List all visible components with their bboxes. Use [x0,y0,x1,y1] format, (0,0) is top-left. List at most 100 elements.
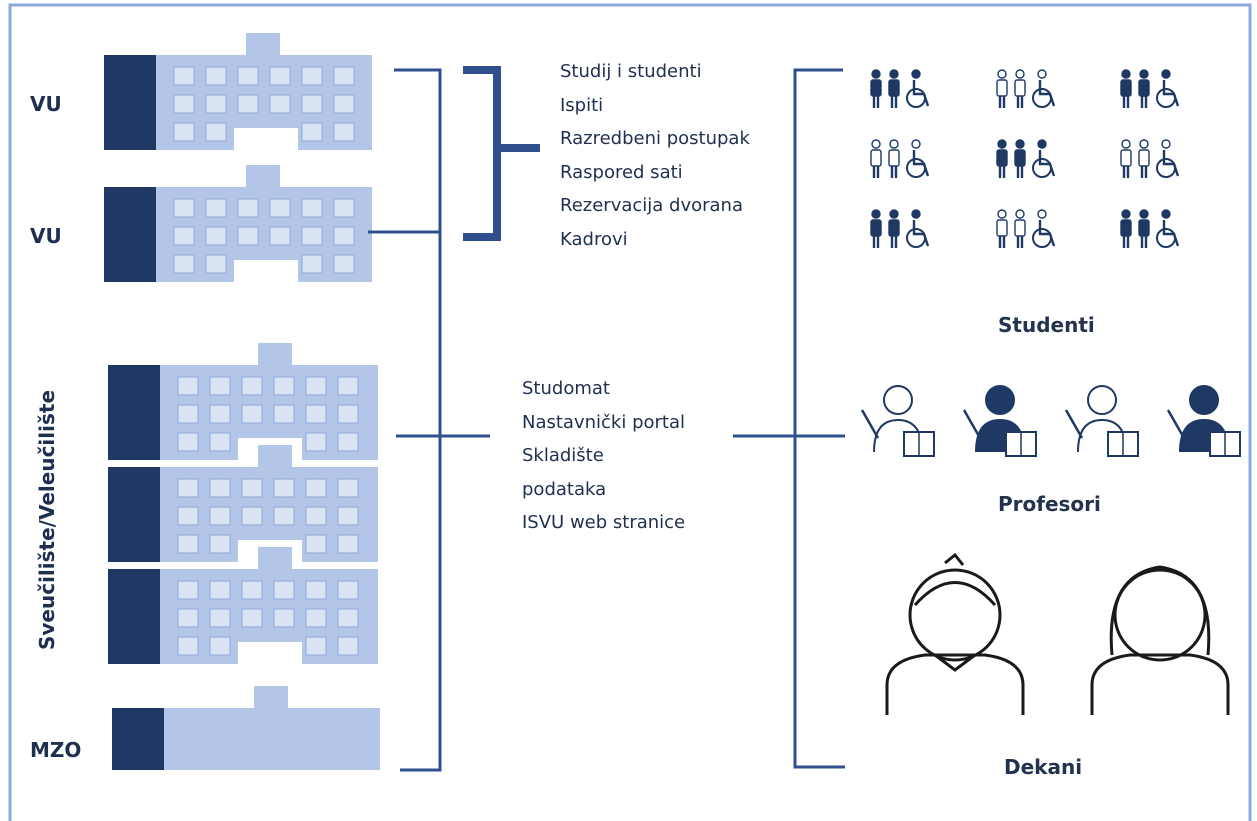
dean-shoulders [1090,653,1230,715]
building-window [205,94,227,114]
wheelchair-wheel [1156,228,1176,248]
building-window [173,254,195,274]
building-window [333,66,355,86]
professor-pointer [1064,409,1084,439]
person-head [871,139,881,149]
person-body [1138,149,1150,167]
building-window [301,226,323,246]
professor-pointer [860,409,880,439]
person-body [1014,219,1026,237]
outer-frame [8,3,1252,821]
wheelchair-body [912,150,930,177]
person-head [1121,139,1131,149]
building-window [273,580,295,600]
building-window [305,432,327,452]
building-window [241,478,263,498]
building-window [301,66,323,86]
student-group-icon [996,139,1056,178]
person-body [888,219,900,237]
deans-icons [885,552,1230,715]
building-door [234,260,298,282]
building-side [108,467,160,562]
building-window [209,478,231,498]
building-window [177,608,199,628]
building-window [177,376,199,396]
person-body [1138,79,1150,97]
building-window [269,66,291,86]
building-window [209,608,231,628]
building-side [108,365,160,460]
building-window [209,580,231,600]
wheelchair-head [911,209,921,219]
building-window [209,376,231,396]
building-window [305,608,327,628]
wheelchair-wheel [1032,228,1052,248]
building-tower [258,343,292,367]
professor-head [1189,385,1219,415]
mid-module-item: Studomat [522,378,610,399]
building-window [305,506,327,526]
building-window [305,478,327,498]
student-group-icon [870,209,930,248]
building-window [269,198,291,218]
wheelchair-head [1037,209,1047,219]
building-window [301,94,323,114]
wheelchair-wheel [1032,158,1052,178]
building-base [232,746,322,770]
person-body [1014,79,1026,97]
building-window [237,94,259,114]
wheelchair-head [911,69,921,79]
dean-hair [913,581,997,606]
professor-icon [1064,385,1139,457]
building-window [177,534,199,554]
building-vu-1 [104,33,372,150]
building-tower [254,686,288,710]
person-head [1139,209,1149,219]
wheelchair-head [911,139,921,149]
building-window [241,506,263,526]
building-window [333,198,355,218]
person-head [1139,139,1149,149]
wheelchair-head [1161,139,1171,149]
building-window [177,506,199,526]
building-window [273,506,295,526]
building-vu-2 [104,165,372,282]
dean-head [908,568,1002,662]
wheelchair-wheel [906,158,926,178]
mzo-label: MZO [30,738,82,762]
building-window [241,580,263,600]
wheelchair-body [1162,150,1180,177]
top-module-item: Raspored sati [560,161,683,183]
vu-label-1: VU [30,92,62,116]
wheelchair-body [1162,80,1180,107]
dean-hair [1109,565,1211,656]
person-head [889,139,899,149]
building-window [173,94,195,114]
student-group-icon [1120,69,1180,108]
dean-male-icon [885,552,1025,715]
building-window [173,226,195,246]
building-window [273,376,295,396]
professor-pointer [1166,409,1186,439]
building-window [337,534,359,554]
building-side [104,55,156,150]
building-window [205,122,227,142]
building-mzo [112,686,380,770]
person-body [888,79,900,97]
building-window [305,636,327,656]
building-door [234,128,298,150]
building-window [273,478,295,498]
student-group-icon [996,209,1056,248]
top-module-item: Kadrovi [560,228,628,250]
wheelchair-body [912,220,930,247]
top-module-item: Ispiti [560,94,604,116]
top-module-item: Rezervacija dvorana [560,195,743,216]
wheelchair-head [1161,209,1171,219]
student-group-icon [1120,209,1180,248]
building-window [173,66,195,86]
person-head [997,139,1007,149]
mid-module-item: podataka [522,478,607,500]
building-window [209,404,231,424]
